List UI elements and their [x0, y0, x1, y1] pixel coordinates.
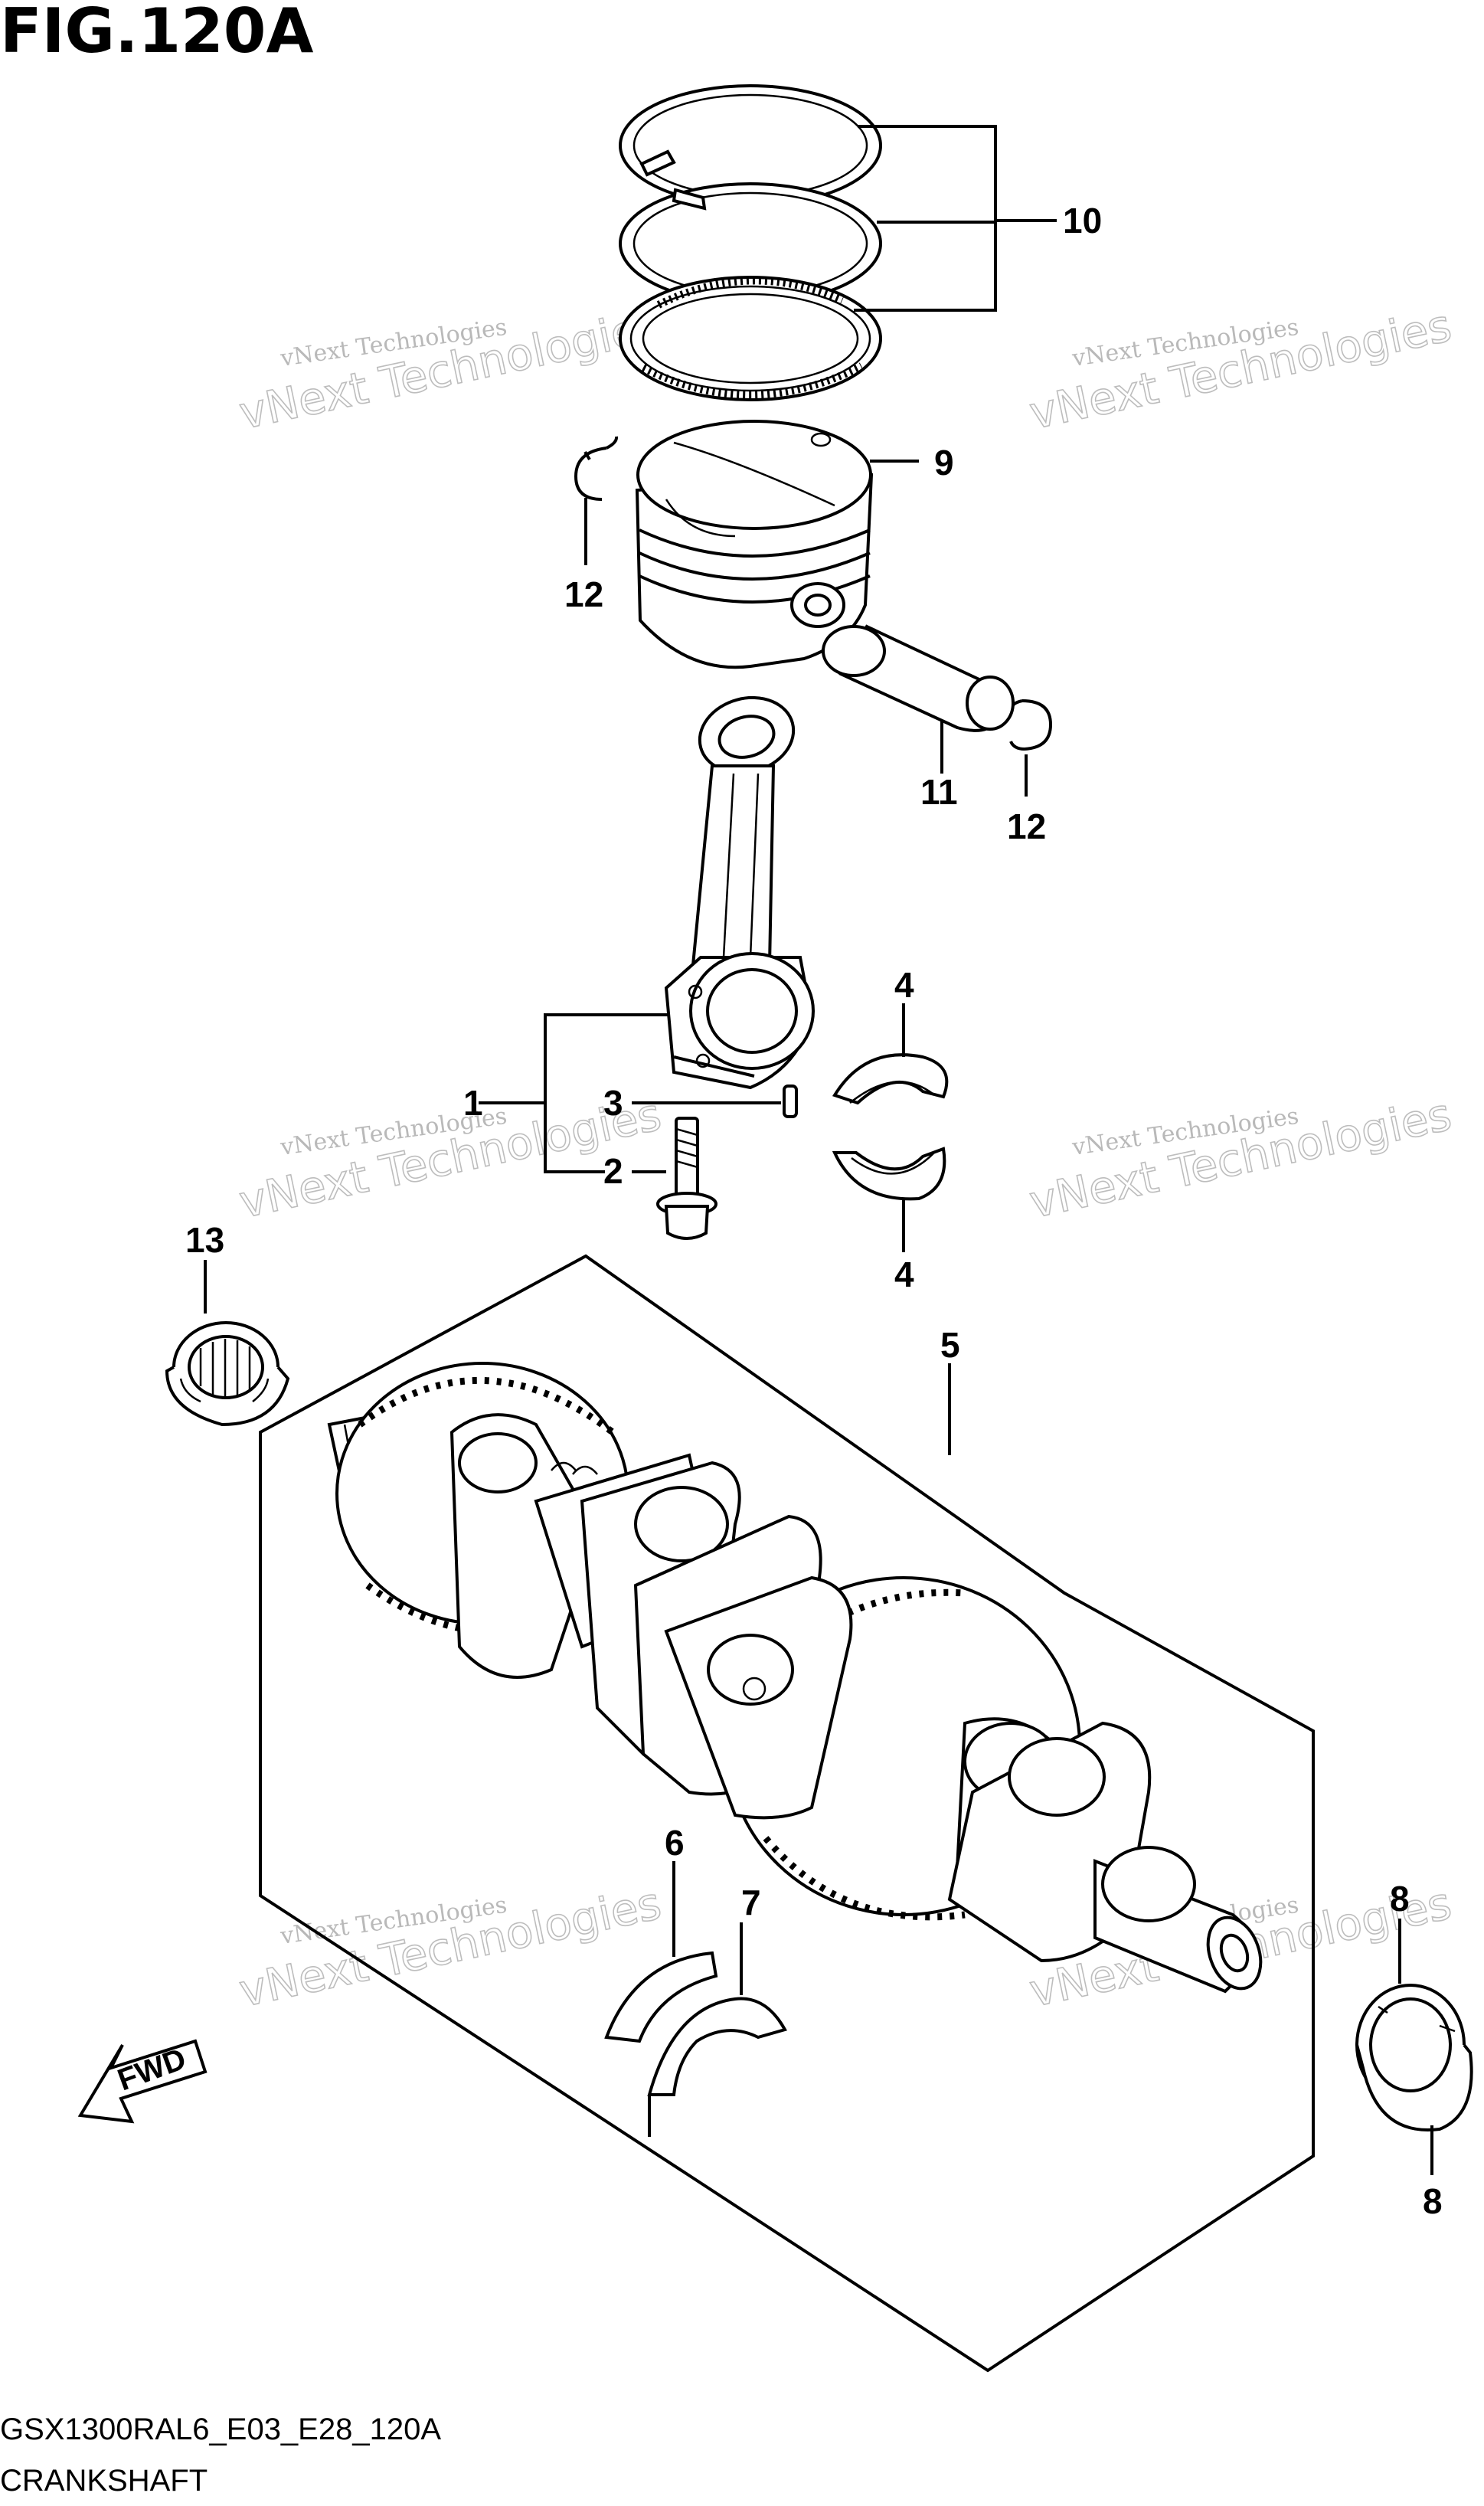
callout-10: 10 [1063, 201, 1102, 240]
dowel-pin [783, 1085, 798, 1118]
watermark-top-right: vNext Technologies vNext Technologies [1025, 299, 1456, 440]
forward-direction-arrow: FWD [77, 2039, 208, 2124]
callout-4-bottom: 4 [894, 1255, 914, 1294]
callout-8-top: 8 [1390, 1879, 1410, 1919]
callout-3: 3 [603, 1083, 623, 1123]
callout-12-left: 12 [564, 574, 603, 614]
thrust-bearing-a [604, 1861, 718, 2043]
watermark-mid-right: vNext Technologies vNext Technologies [1025, 1088, 1456, 1229]
watermark-bottom-left: vNext Technologies vNext Technologies [234, 1876, 666, 2018]
conrod-bearing-upper [832, 1003, 949, 1105]
crankshaft [327, 1362, 1263, 1994]
callout-5: 5 [940, 1325, 960, 1365]
callout-4-top: 4 [894, 965, 914, 1005]
model-code: GSX1300RAL6_E03_E28_120A [0, 2413, 441, 2446]
crankshaft-group [259, 1254, 1315, 2373]
callout-leaders-1-2-3 [479, 1013, 781, 1173]
callout-6: 6 [665, 1823, 685, 1863]
connecting-rod [664, 695, 815, 1090]
callout-1: 1 [463, 1083, 483, 1123]
journal-bearing [1355, 1919, 1473, 2175]
circlip-right [1009, 699, 1053, 797]
thrust-bearing-b [647, 1922, 787, 2137]
piston [635, 420, 919, 669]
section-name: CRANKSHAFT [0, 2464, 208, 2498]
circlip-left [574, 436, 619, 565]
callout-13: 13 [185, 1220, 224, 1260]
piston-ring-set [619, 84, 1057, 401]
oil-ring [619, 276, 882, 401]
callout-11: 11 [920, 772, 958, 812]
watermark-mid-left: vNext Technologies vNext Technologies [234, 1088, 666, 1229]
callout-8-bottom: 8 [1423, 2181, 1443, 2221]
watermark-top-left: vNext Technologies vNext Technologies [234, 299, 666, 440]
piston-pin [822, 624, 1015, 774]
callout-9: 9 [934, 443, 954, 483]
callout-7: 7 [741, 1883, 761, 1922]
conrod-bearing-lower [832, 1147, 946, 1252]
conrod-bolt [656, 1117, 717, 1240]
figure-title: FIG.120A [0, 0, 313, 67]
callout-2: 2 [603, 1151, 623, 1191]
needle-bearing [165, 1260, 290, 1427]
callout-12-right: 12 [1007, 806, 1046, 846]
